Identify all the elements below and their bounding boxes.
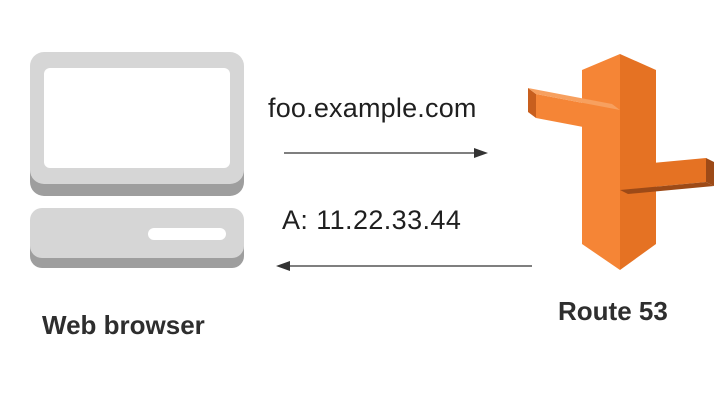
web-browser-label: Web browser	[42, 310, 205, 340]
response-arrow	[276, 261, 532, 271]
request-label: foo.example.com	[268, 93, 477, 123]
response-label: A: 11.22.33.44	[282, 205, 462, 235]
route53-label: Route 53	[558, 296, 668, 326]
desktop-computer-icon	[30, 52, 244, 268]
request-arrow	[284, 148, 488, 158]
route53-signpost-icon	[528, 54, 714, 270]
